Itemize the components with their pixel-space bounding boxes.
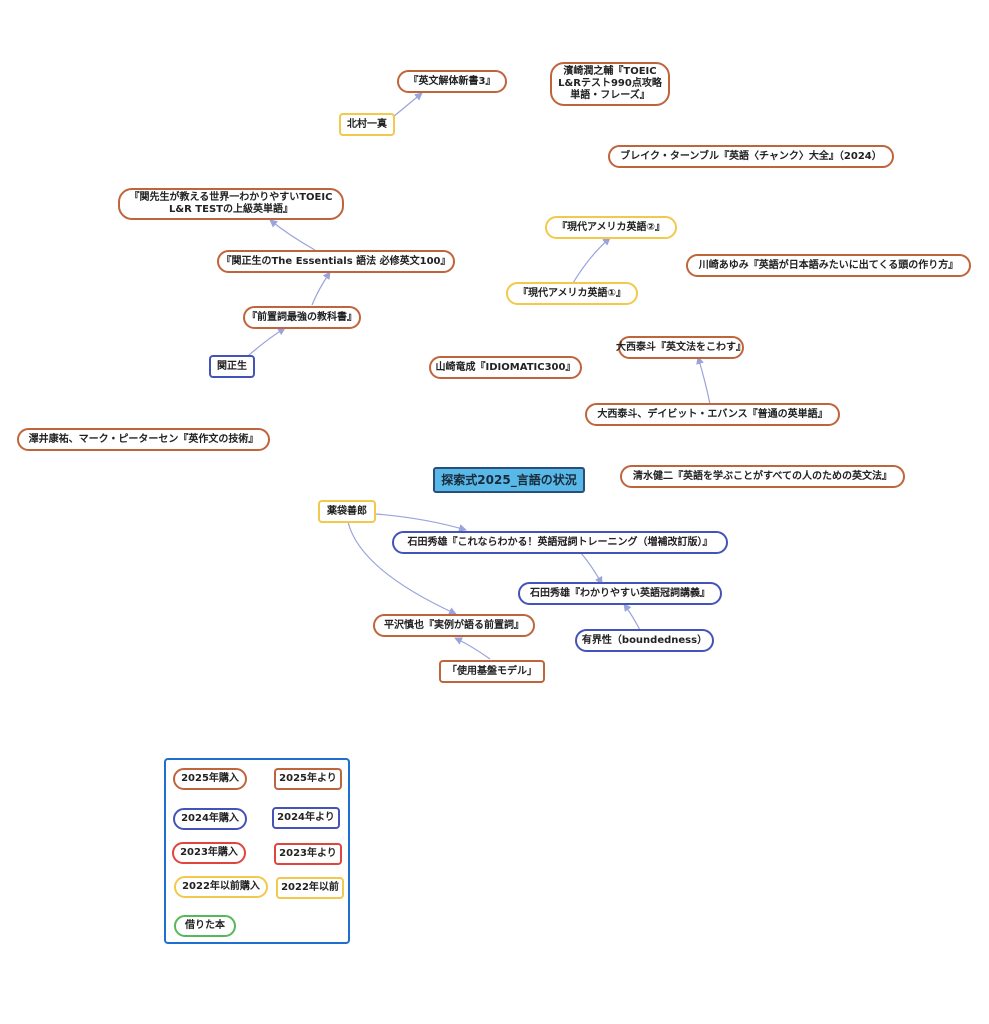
edge-ishida-training-to-ishida-kogi <box>580 552 603 585</box>
node-seki-essentials[interactable]: 『関正生のThe Essentials 語法 必修英文100』 <box>217 250 455 273</box>
node-usage-based[interactable]: 「使用基盤モデル」 <box>439 660 545 683</box>
edge-usage-based-to-hirasawa <box>454 637 491 660</box>
edge-zenchishi-to-seki-essentials <box>311 271 331 306</box>
legend-from-2023: 2023年より <box>274 843 342 865</box>
edge-gendai1-to-gendai2 <box>572 237 611 284</box>
legend-purchased-2022-before: 2022年以前購入 <box>174 876 268 898</box>
edge-yakubukuro-to-ishida-training <box>375 513 467 532</box>
node-kawasaki[interactable]: 川崎あゆみ『英語が日本語みたいに出てくる頭の作り方』 <box>686 254 971 277</box>
node-kitamura[interactable]: 北村一真 <box>339 113 395 136</box>
central-topic[interactable]: 探索式2025_言語の状況 <box>433 467 585 493</box>
edge-onishi-evans-to-onishi-kowasu <box>696 356 711 405</box>
edge-kitamura-to-eibun-kaitai <box>392 92 423 118</box>
node-seki-toeic[interactable]: 『関先生が教える世界一わかりやすいTOEIC L&R TESTの上級英単語』 <box>118 188 344 220</box>
node-sawai[interactable]: 澤井康祐、マーク・ピーターセン『英作文の技術』 <box>17 428 270 451</box>
node-yamazaki[interactable]: 山崎竜成『IDIOMATIC300』 <box>429 356 582 379</box>
edge-yakubukuro-to-hirasawa <box>347 521 457 615</box>
legend-purchased-2023: 2023年購入 <box>172 842 246 864</box>
node-seki[interactable]: 関正生 <box>209 355 255 378</box>
node-ishida-training[interactable]: 石田秀雄『これならわかる！英語冠詞トレーニング（増補改訂版）』 <box>392 531 728 554</box>
legend-before-2022: 2022年以前 <box>276 877 344 899</box>
edge-boundedness-to-ishida-kogi <box>623 603 641 631</box>
node-onishi-kowasu[interactable]: 大西泰斗『英文法をこわす』 <box>616 336 746 359</box>
node-boundedness[interactable]: 有界性（boundedness） <box>575 629 714 652</box>
legend-from-2025: 2025年より <box>274 768 342 790</box>
node-shimizu[interactable]: 清水健二『英語を学ぶことがすべての人のための英文法』 <box>620 465 905 488</box>
legend-borrowed: 借りた本 <box>174 915 236 937</box>
node-hamasaki[interactable]: 濱崎潤之輔『TOEIC L&Rテスト990点攻略 単語・フレーズ』 <box>550 62 670 106</box>
node-zenchishi[interactable]: 『前置詞最強の教科書』 <box>243 306 361 329</box>
legend-from-2024: 2024年より <box>272 807 340 829</box>
node-yakubukuro[interactable]: 薬袋善郎 <box>318 500 376 523</box>
edge-seki-to-zenchishi <box>247 327 286 357</box>
node-gendai1[interactable]: 『現代アメリカ英語①』 <box>506 282 638 305</box>
node-onishi-evans[interactable]: 大西泰斗、デイビット・エバンス『普通の英単語』 <box>585 403 840 426</box>
legend-purchased-2024: 2024年購入 <box>173 808 247 830</box>
node-blake[interactable]: ブレイク・ターンブル『英語〈チャンク〉大全』（2024） <box>608 145 894 168</box>
node-gendai2[interactable]: 『現代アメリカ英語②』 <box>545 216 677 239</box>
node-hirasawa[interactable]: 平沢慎也『実例が語る前置詞』 <box>373 614 535 637</box>
node-eibun-kaitai[interactable]: 『英文解体新書3』 <box>397 70 507 93</box>
legend-box <box>164 758 350 944</box>
legend-purchased-2025: 2025年購入 <box>173 768 247 790</box>
node-ishida-kogi[interactable]: 石田秀雄『わかりやすい英語冠詞講義』 <box>518 582 722 605</box>
edge-seki-essentials-to-seki-toeic <box>269 219 316 251</box>
